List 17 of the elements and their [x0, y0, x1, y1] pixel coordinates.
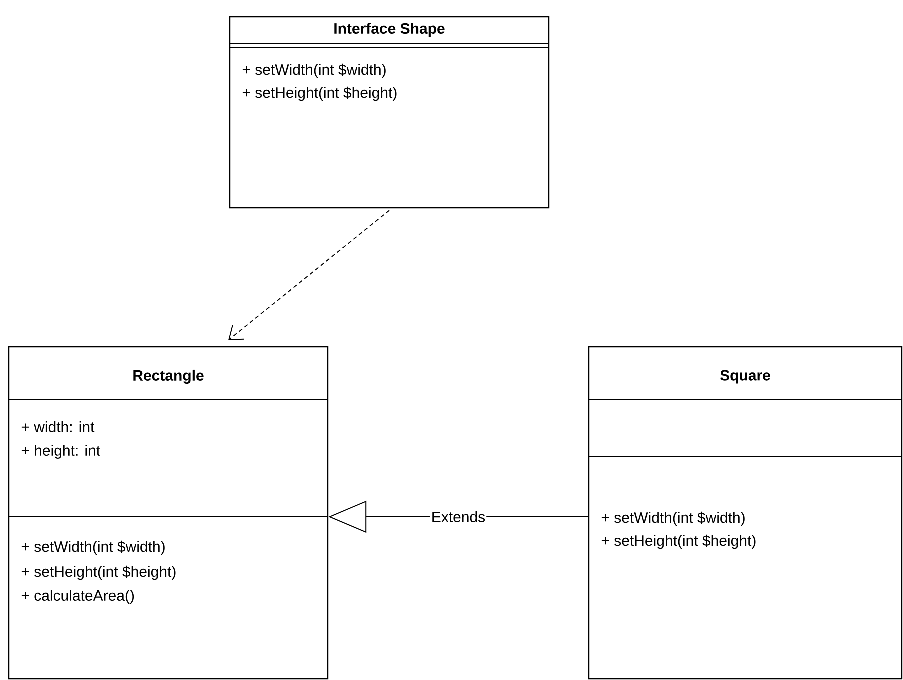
- class-name: Rectangle: [134, 370, 204, 384]
- member-text: + setWidth(int $width): [22, 540, 165, 556]
- member-text: + height: int: [22, 445, 100, 459]
- edge-label: Extends: [432, 512, 486, 522]
- member-text: + calculateArea(): [22, 590, 134, 604]
- arrow: [228, 210, 390, 340]
- class-box: [229, 16, 550, 209]
- member-text: + setWidth(int $width): [602, 512, 745, 526]
- member-text: + width: int: [22, 422, 95, 432]
- member-text: + setHeight(int $height): [242, 86, 397, 102]
- class-name: Square: [720, 370, 770, 384]
- member-text: + setWidth(int $width): [242, 64, 386, 78]
- class-box: [8, 346, 329, 680]
- member-text: + setHeight(int $height): [22, 566, 176, 580]
- class-box: [588, 346, 903, 680]
- member-text: + setHeight(int $height): [602, 534, 756, 550]
- class-name: Interface Shape: [334, 23, 445, 37]
